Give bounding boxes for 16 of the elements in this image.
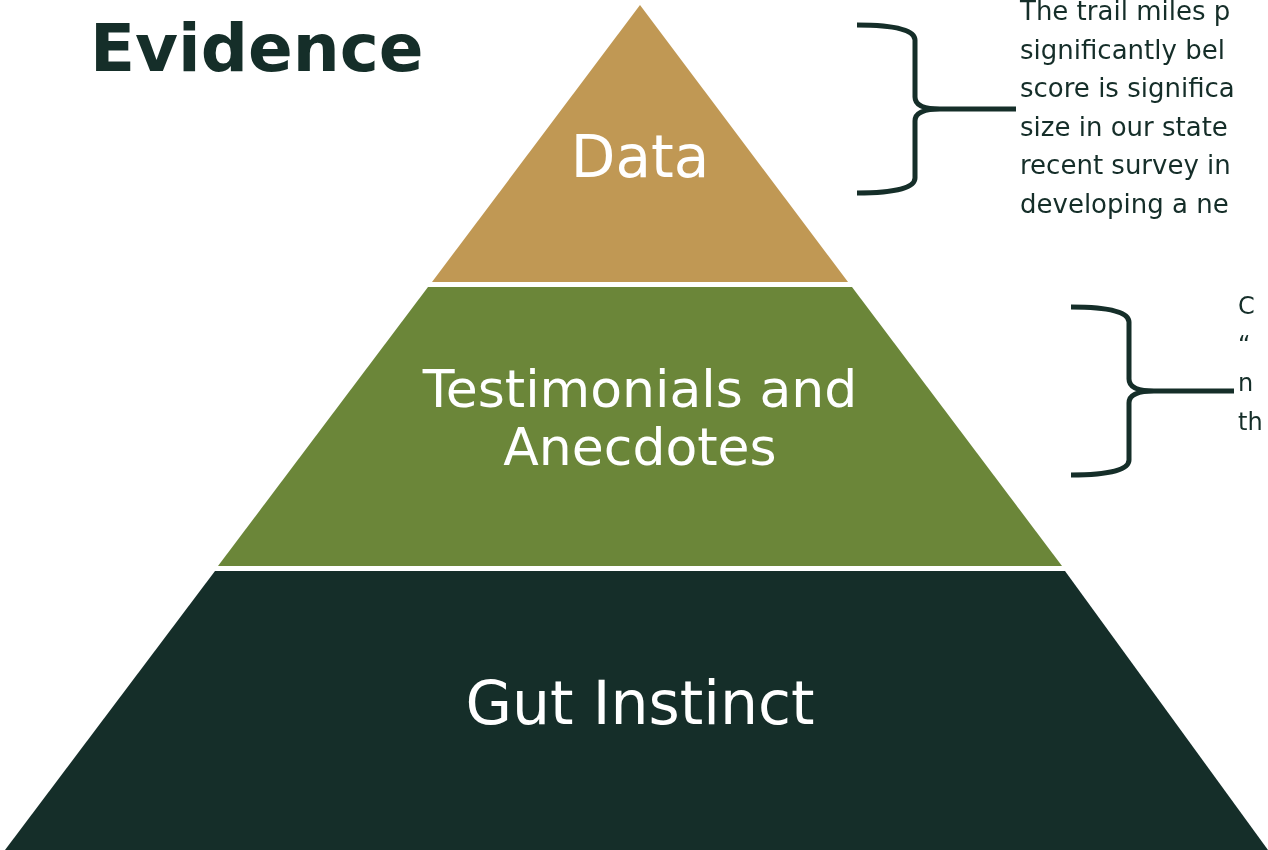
level-label: Testimonials and Anecdotes: [421, 360, 859, 477]
callout-text: score is significa: [1020, 72, 1235, 105]
bracket-connector: [1068, 304, 1237, 478]
callout-text: C: [1238, 291, 1255, 322]
callout-text: th: [1238, 406, 1263, 438]
callout-text: size in our state: [1020, 110, 1228, 144]
level-label: Gut Instinct: [464, 670, 816, 738]
title: Evidence: [90, 10, 424, 87]
callout-text: developing a ne: [1020, 187, 1229, 221]
level-label: Data: [569, 125, 711, 190]
callout-text: The trail miles p: [1020, 0, 1231, 28]
callout-text: significantly bel: [1020, 33, 1225, 67]
callout-text: “: [1238, 329, 1251, 361]
callout-text: n: [1238, 368, 1254, 399]
callout-text: recent survey in: [1020, 149, 1231, 182]
bracket-connector: [854, 22, 1019, 196]
